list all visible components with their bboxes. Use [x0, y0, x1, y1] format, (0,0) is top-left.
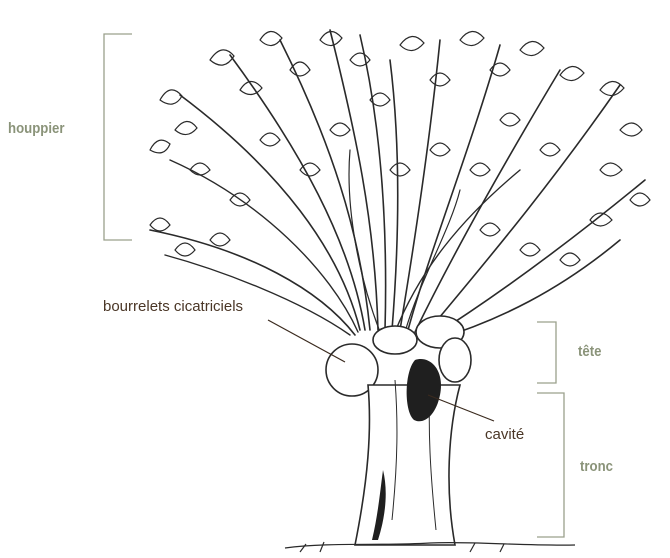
ground: [285, 542, 575, 552]
tronc-label: tronc: [580, 458, 613, 475]
tete-bracket: [537, 322, 556, 383]
bourrelets-leader-line: [268, 320, 345, 362]
tree-head: [326, 316, 471, 396]
branches: [150, 30, 645, 340]
houppier-bracket: [104, 34, 132, 240]
cavite-label: cavité: [485, 426, 524, 443]
bourrelets-label: bourrelets cicatriciels: [103, 298, 243, 315]
tree-trunk: [355, 380, 460, 545]
tete-label: tête: [578, 343, 601, 360]
tronc-bracket: [537, 393, 564, 537]
houppier-label: houppier: [8, 120, 64, 137]
